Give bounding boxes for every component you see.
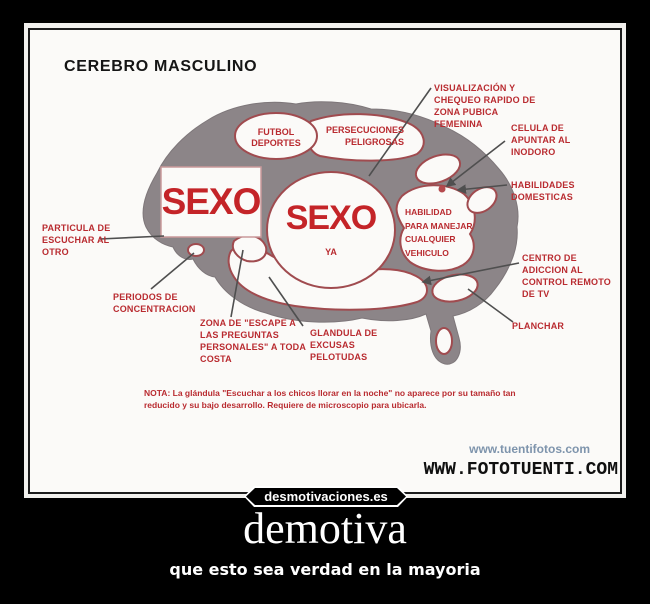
region-label-sexo-center: SEXO [285,199,377,237]
callout-label-celula: CELULA DE APUNTAR AL INODORO [511,123,571,157]
diagram-title: CEREBRO MASCULINO [64,58,258,75]
caption-title: demotiva [243,504,407,553]
watermark-fototuenti: WWW.FOTOTUENTI.COM [423,460,618,480]
callout-label-habilidades: HABILIDADES DOMESTICAS [511,180,575,202]
callout-label-periodos: PERIODOS DE CONCENTRACION [113,292,196,314]
callout-label-centro: CENTRO DE ADICCION AL CONTROL REMOTO DE … [522,253,611,299]
callout-label-visualizacion: VISUALIZACIÓN Y CHEQUEO RAPIDO DE ZONA P… [434,83,536,129]
site-badge: desmotivaciones.es [244,486,408,507]
callout-label-glandula: GLANDULA DE EXCUSAS PELOTUDAS [310,328,378,362]
callout-label-planchar: PLANCHAR [512,321,565,331]
watermark-tuentifotos: www.tuentifotos.com [469,442,590,456]
region-label-persecuciones: PERSECUCIONES PELIGROSAS [325,125,404,147]
site-badge-label: desmotivaciones.es [246,488,406,505]
caption-subtitle: que esto sea verdad en la mayoria [169,560,481,579]
callout-label-particula: PARTICULA DE ESCUCHAR AL OTRO [42,223,111,257]
region-label-vehiculo: HABILIDAD PARA MANEJAR CUALQUIER VEHICUL… [405,207,473,258]
footnote: NOTA: La glándula "Escuchar a los chicos… [144,388,516,410]
region-label-sexo-ya: YA [325,247,337,257]
callout-label-zona: ZONA DE "ESCAPE A LAS PREGUNTAS PERSONAL… [200,318,307,364]
region-label-sexo-left: SEXO [161,181,262,222]
region-label-futbol: FUTBOL DEPORTES [251,127,301,148]
